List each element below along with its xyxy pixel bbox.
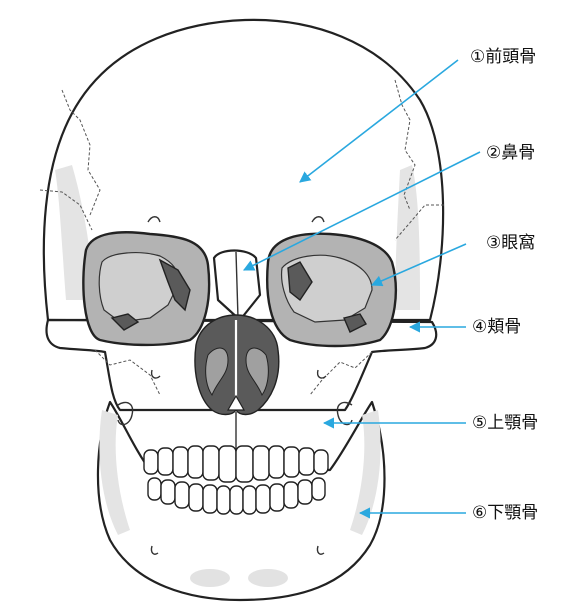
lower-tooth bbox=[217, 486, 230, 514]
chin-mark-right bbox=[248, 569, 288, 587]
upper-tooth bbox=[314, 450, 328, 474]
upper-tooth bbox=[188, 446, 203, 478]
upper-tooth bbox=[158, 448, 173, 475]
label-maxilla: ⑤上顎骨 bbox=[472, 413, 538, 433]
label-zygomatic-bone: ④頬骨 bbox=[472, 317, 521, 337]
lower-tooth bbox=[148, 478, 161, 500]
upper-tooth bbox=[253, 446, 269, 480]
upper-tooth bbox=[284, 447, 299, 477]
lower-tooth bbox=[230, 486, 243, 514]
label-mandible: ⑥下顎骨 bbox=[472, 503, 538, 523]
lower-tooth bbox=[203, 485, 217, 513]
lower-tooth bbox=[161, 480, 175, 504]
upper-tooth bbox=[219, 446, 236, 482]
upper-tooth bbox=[269, 446, 284, 478]
lower-tooth bbox=[284, 482, 298, 508]
lower-tooth bbox=[189, 484, 203, 511]
upper-tooth bbox=[144, 450, 158, 474]
upper-tooth bbox=[299, 448, 314, 475]
upper-tooth bbox=[236, 446, 253, 482]
upper-tooth bbox=[203, 446, 219, 480]
lower-tooth bbox=[243, 486, 256, 514]
label-orbit: ③眼窩 bbox=[486, 233, 535, 253]
lower-tooth bbox=[270, 484, 284, 511]
lower-tooth bbox=[298, 480, 312, 504]
upper-tooth bbox=[173, 447, 188, 477]
lower-tooth bbox=[256, 485, 270, 513]
lower-tooth bbox=[312, 478, 325, 500]
chin-mark-left bbox=[190, 569, 230, 587]
label-nasal-bone: ②鼻骨 bbox=[486, 143, 535, 163]
label-frontal-bone: ①前頭骨 bbox=[470, 47, 536, 67]
lower-tooth bbox=[175, 482, 189, 508]
